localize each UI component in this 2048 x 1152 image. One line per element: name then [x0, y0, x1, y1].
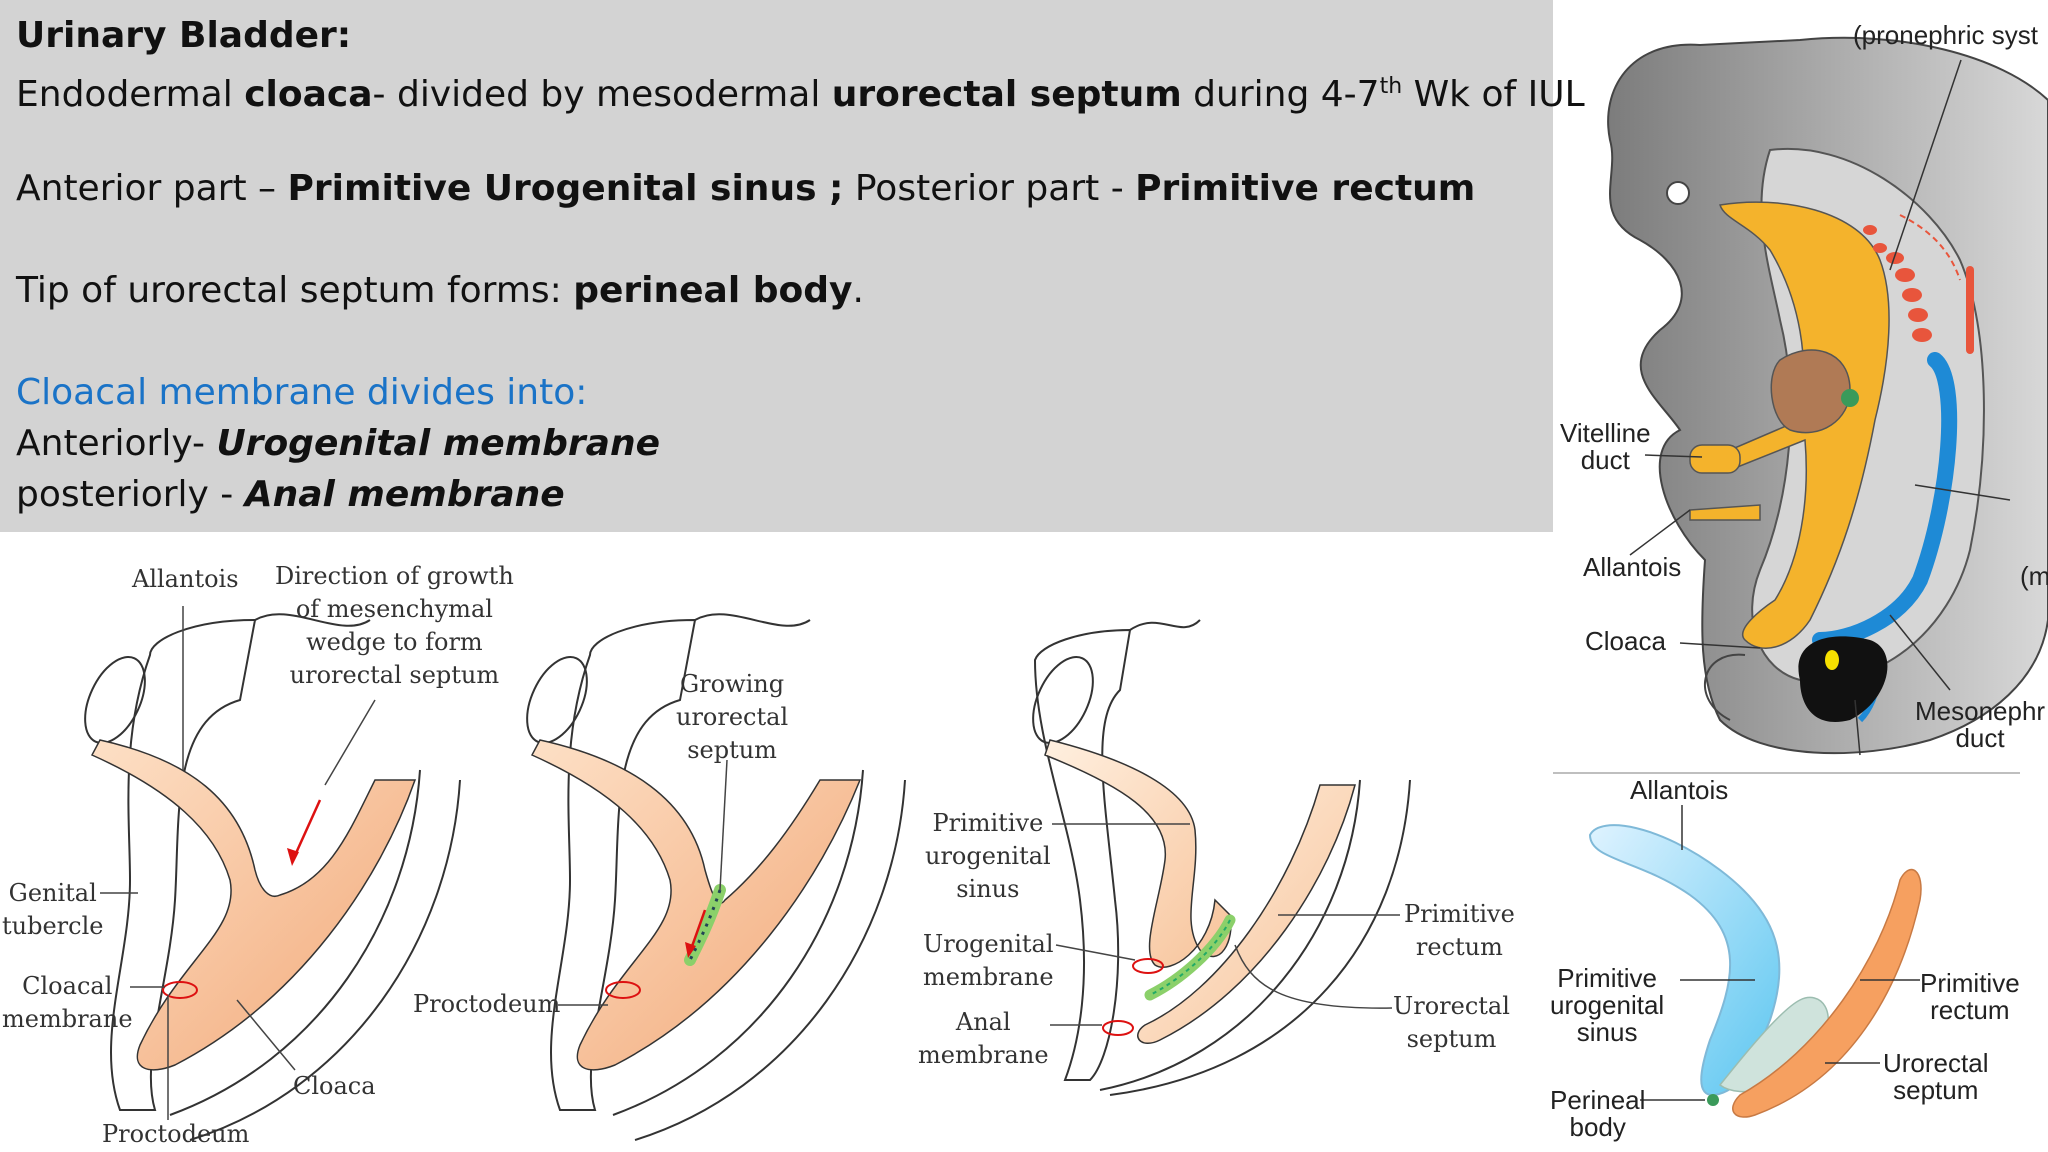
- label-proctodeum-2: Proctodeum: [413, 990, 561, 1018]
- label-genital-tubercle: Genital tubercle: [2, 879, 104, 940]
- label-primitive-rectum-3: Primitive rectum: [1404, 900, 1515, 961]
- label-direction-of-growth: Direction of growth of mesenchymal wedge…: [275, 562, 514, 689]
- label-vitelline-duct: Vitelline duct: [1560, 418, 1651, 475]
- label-anal-membrane: Anal membrane: [918, 1008, 1049, 1069]
- slide-title: Urinary Bladder:: [16, 15, 352, 56]
- panel2-septum-growing: [526, 613, 906, 1141]
- label-growing-septum: Growing urorectal septum: [676, 670, 789, 764]
- text-line-tip: Tip of urorectal septum forms: perineal …: [16, 270, 864, 311]
- label-urorectal-septum-3: Urorectal septum: [1393, 992, 1510, 1053]
- label-ureteric-cut: Ur in r (meso: [2020, 561, 2048, 591]
- panel3-divided-cloaca: [1032, 619, 1411, 1096]
- slide-text-box: Urinary Bladder: Endodermal cloaca- divi…: [0, 0, 1585, 532]
- label-primitive-rectum-small: Primitive rectum: [1920, 968, 2020, 1025]
- text-line-cloaca: Endodermal cloaca- divided by mesodermal…: [16, 74, 1585, 115]
- label-perineal-body: Perineal body: [1550, 1085, 1646, 1142]
- label-cloacal-membrane: Cloacal membrane: [2, 972, 133, 1033]
- embryo-diagram: [1553, 36, 2048, 774]
- sinus-septum-diagram: [1588, 805, 1922, 1118]
- label-pronephric-system: (pronephric syst: [1853, 20, 2038, 50]
- text-line-cloacal-membrane: Cloacal membrane divides into:: [16, 372, 588, 413]
- label-urogenital-membrane: Urogenital membrane: [923, 930, 1054, 991]
- label-urorectal-septum-small: Urorectal septum: [1883, 1048, 1989, 1105]
- label-cloaca-1: Cloaca: [293, 1072, 376, 1100]
- label-allantois-small: Allantois: [1630, 775, 1729, 805]
- text-line-posteriorly: posteriorly - Anal membrane: [16, 474, 565, 515]
- label-allantois-embryo: Allantois: [1583, 552, 1682, 582]
- text-line-parts: Anterior part – Primitive Urogenital sin…: [16, 168, 1476, 209]
- label-proctodeum-1: Proctodeum: [102, 1120, 250, 1148]
- panel1-cloaca-diagram: [84, 606, 461, 1141]
- label-cloaca-embryo: Cloaca: [1585, 626, 1666, 656]
- text-line-anteriorly: Anteriorly- Urogenital membrane: [16, 423, 661, 464]
- label-mesonephric-duct: Mesonephr duct: [1915, 696, 2046, 753]
- label-primitive-urogenital-sinus-small: Primitive urogenital sinus: [1550, 963, 1665, 1047]
- label-allantois-1: Allantois: [132, 565, 239, 593]
- label-primitive-urogenital-sinus: Primitive urogenital sinus: [925, 809, 1051, 903]
